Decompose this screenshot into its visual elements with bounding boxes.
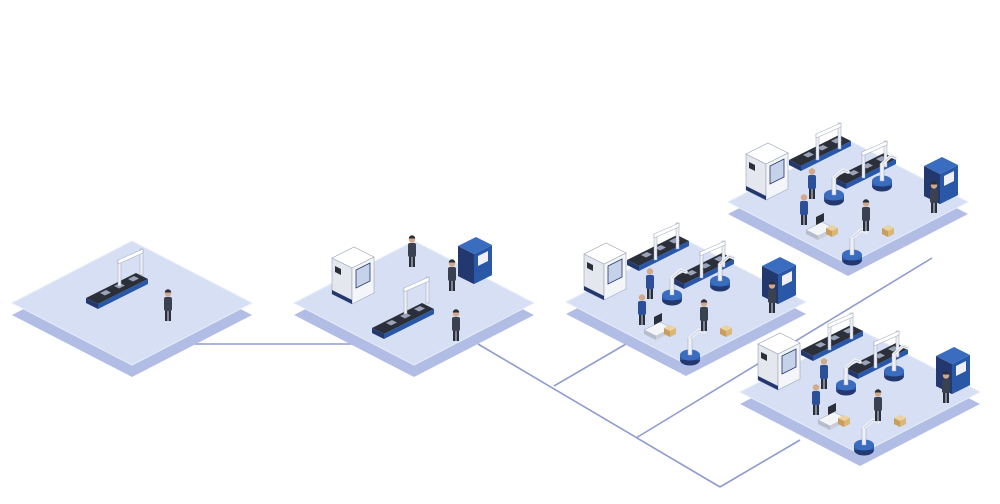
single-conveyor-station xyxy=(10,240,254,377)
control-cabinet-icon xyxy=(458,237,492,284)
smart-factory-b xyxy=(738,313,982,466)
smart-factory-a xyxy=(726,123,970,276)
connector-branch-assembly xyxy=(553,343,627,387)
connector-trunk xyxy=(477,343,721,488)
robotic-assembly-line xyxy=(564,223,808,376)
cnc-machine-icon xyxy=(331,246,375,305)
connector-branch-factory-b xyxy=(719,439,801,488)
platform-top xyxy=(10,240,254,366)
machining-cell xyxy=(292,235,536,377)
